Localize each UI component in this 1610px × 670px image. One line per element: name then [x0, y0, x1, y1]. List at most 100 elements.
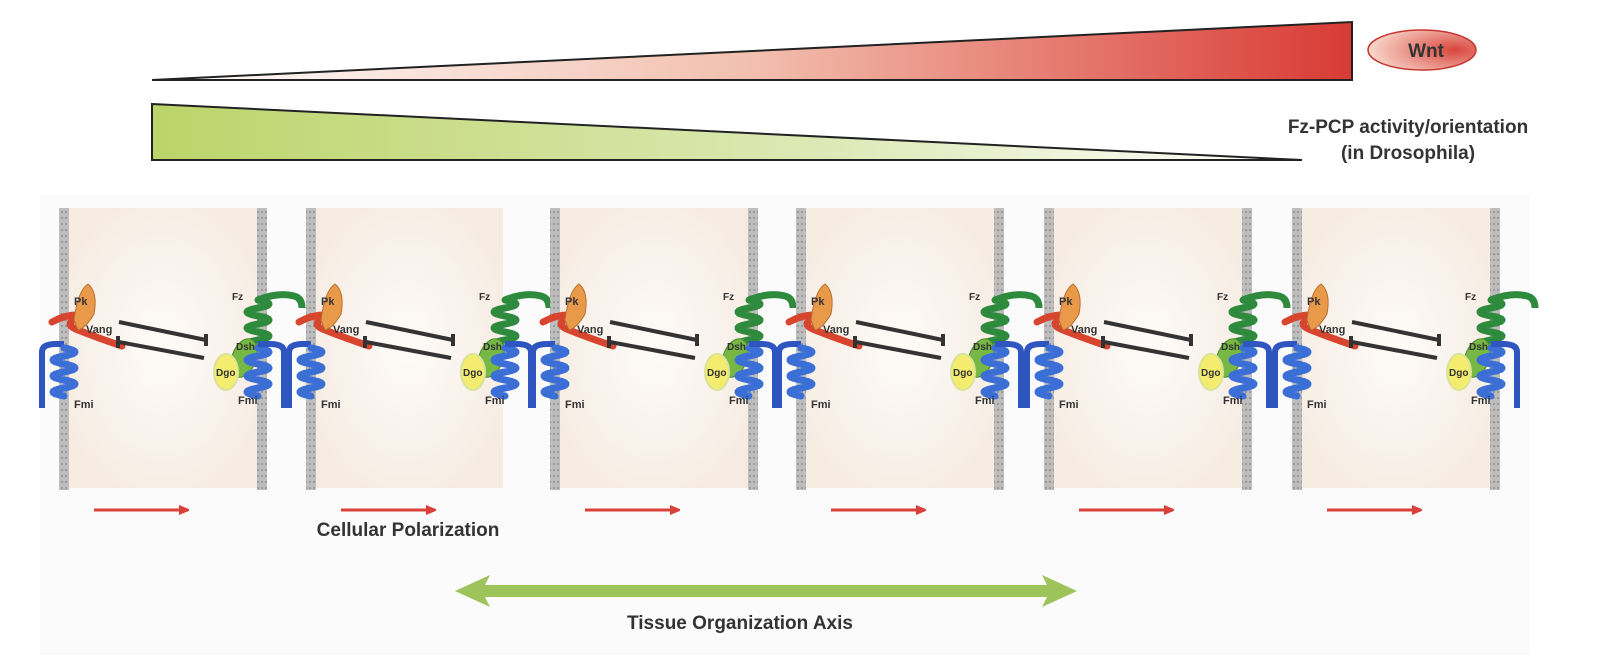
vang-label: Vang: [1319, 324, 1345, 336]
fmi-left: Fmi: [1272, 341, 1327, 411]
fmi-stalk: [258, 341, 287, 408]
vang-protein: [539, 311, 617, 350]
cytoplasm: [64, 208, 262, 488]
vang-label: Vang: [577, 324, 603, 336]
vang-label: Vang: [333, 324, 359, 336]
fz-extracellular: [1489, 291, 1539, 309]
inhibition-lines: [607, 320, 699, 360]
fmi-helix: [540, 344, 570, 400]
pk-protein: [1058, 283, 1081, 331]
fz-pcp-label-line1: Fz-PCP activity/orientation: [1288, 117, 1528, 138]
vang-protein: [785, 311, 863, 350]
fmi-right: Fmi: [975, 341, 1024, 408]
cytoplasm: [1049, 208, 1247, 488]
fmi-label: Fmi: [238, 395, 258, 407]
fmi-stalk: [995, 341, 1024, 408]
pk-label: Pk: [321, 296, 335, 308]
vang-protein: [1281, 311, 1359, 350]
pk-protein: [1306, 283, 1329, 331]
fmi-helix: [786, 344, 816, 400]
vang-label: Vang: [1071, 324, 1097, 336]
fz-extracellular: [256, 291, 306, 309]
fmi-stalk: [1491, 341, 1520, 408]
dgo-label: Dgo: [707, 368, 726, 379]
fmi-label: Fmi: [1223, 395, 1243, 407]
wnt-gradient-wedge: [151, 20, 1353, 81]
fmi-left: Fmi: [286, 341, 341, 411]
inhibition-line-a: [365, 320, 454, 342]
dsh-label: Dsh: [236, 342, 255, 353]
fmi-left: Fmi: [39, 341, 94, 411]
fz-helix: [490, 296, 520, 352]
fz-extracellular: [1241, 291, 1291, 309]
fmi-right: Fmi: [238, 341, 287, 408]
pk-label: Pk: [565, 296, 579, 308]
fmi-helix: [1282, 344, 1312, 400]
fz-pcp-gradient-wedge: [151, 102, 1303, 161]
cells-row: PkVangFmiFzDshDgoFmiPkVangFmiFzDshDgoFmi…: [39, 208, 1539, 490]
fz-helix: [980, 296, 1010, 352]
dsh-label: Dsh: [973, 342, 992, 353]
inhibition-lines: [1101, 320, 1193, 360]
fmi-left: Fmi: [530, 341, 585, 411]
fmi-right: Fmi: [729, 341, 778, 408]
dgo-label: Dgo: [1201, 368, 1220, 379]
fmi-label: Fmi: [74, 399, 94, 411]
inhibition-line-b: [609, 340, 696, 360]
vang-label: Vang: [86, 324, 112, 336]
fmi-stalk: [1272, 341, 1297, 408]
fz-helix: [1228, 296, 1258, 352]
fmi-stalk: [530, 341, 555, 408]
fmi-stalk: [1243, 341, 1272, 408]
fmi-stalk: [1024, 341, 1049, 408]
inhibition-line-a: [1351, 320, 1440, 342]
fmi-label: Fmi: [1471, 395, 1491, 407]
fmi-label: Fmi: [811, 399, 831, 411]
pk-label: Pk: [1059, 296, 1073, 308]
inhibition-lines: [853, 320, 945, 360]
dgo-protein: [1198, 353, 1224, 391]
dsh-label: Dsh: [483, 342, 502, 353]
vang-protein: [48, 311, 126, 350]
fmi-label: Fmi: [485, 395, 505, 407]
dgo-label: Dgo: [463, 368, 482, 379]
inhibition-lines: [1349, 320, 1441, 360]
inhibition-line-b: [1351, 340, 1438, 360]
fmi-stalk: [776, 341, 801, 408]
fz-extracellular: [993, 291, 1043, 309]
cytoplasm: [801, 208, 999, 488]
pk-label: Pk: [74, 296, 88, 308]
fmi-right: Fmi: [1471, 341, 1520, 408]
cytoplasm: [555, 208, 753, 488]
fmi-helix: [980, 344, 1010, 400]
fmi-left: Fmi: [1024, 341, 1079, 411]
fmi-helix: [1228, 344, 1258, 400]
dgo-protein: [704, 353, 730, 391]
fmi-stalk: [39, 341, 64, 408]
inhibition-line-b: [365, 340, 452, 360]
fmi-label: Fmi: [321, 399, 341, 411]
pk-protein: [564, 283, 587, 331]
dgo-protein: [950, 353, 976, 391]
inhibition-line-a: [855, 320, 944, 342]
background-panel: [40, 195, 1530, 655]
dsh-label: Dsh: [727, 342, 746, 353]
inhibition-line-b: [855, 340, 942, 360]
fz-label: Fz: [232, 292, 243, 303]
fmi-left: Fmi: [776, 341, 831, 411]
fmi-helix: [243, 344, 273, 400]
fz-label: Fz: [969, 292, 980, 303]
wnt-oval: [1367, 29, 1477, 71]
fmi-helix: [1034, 344, 1064, 400]
